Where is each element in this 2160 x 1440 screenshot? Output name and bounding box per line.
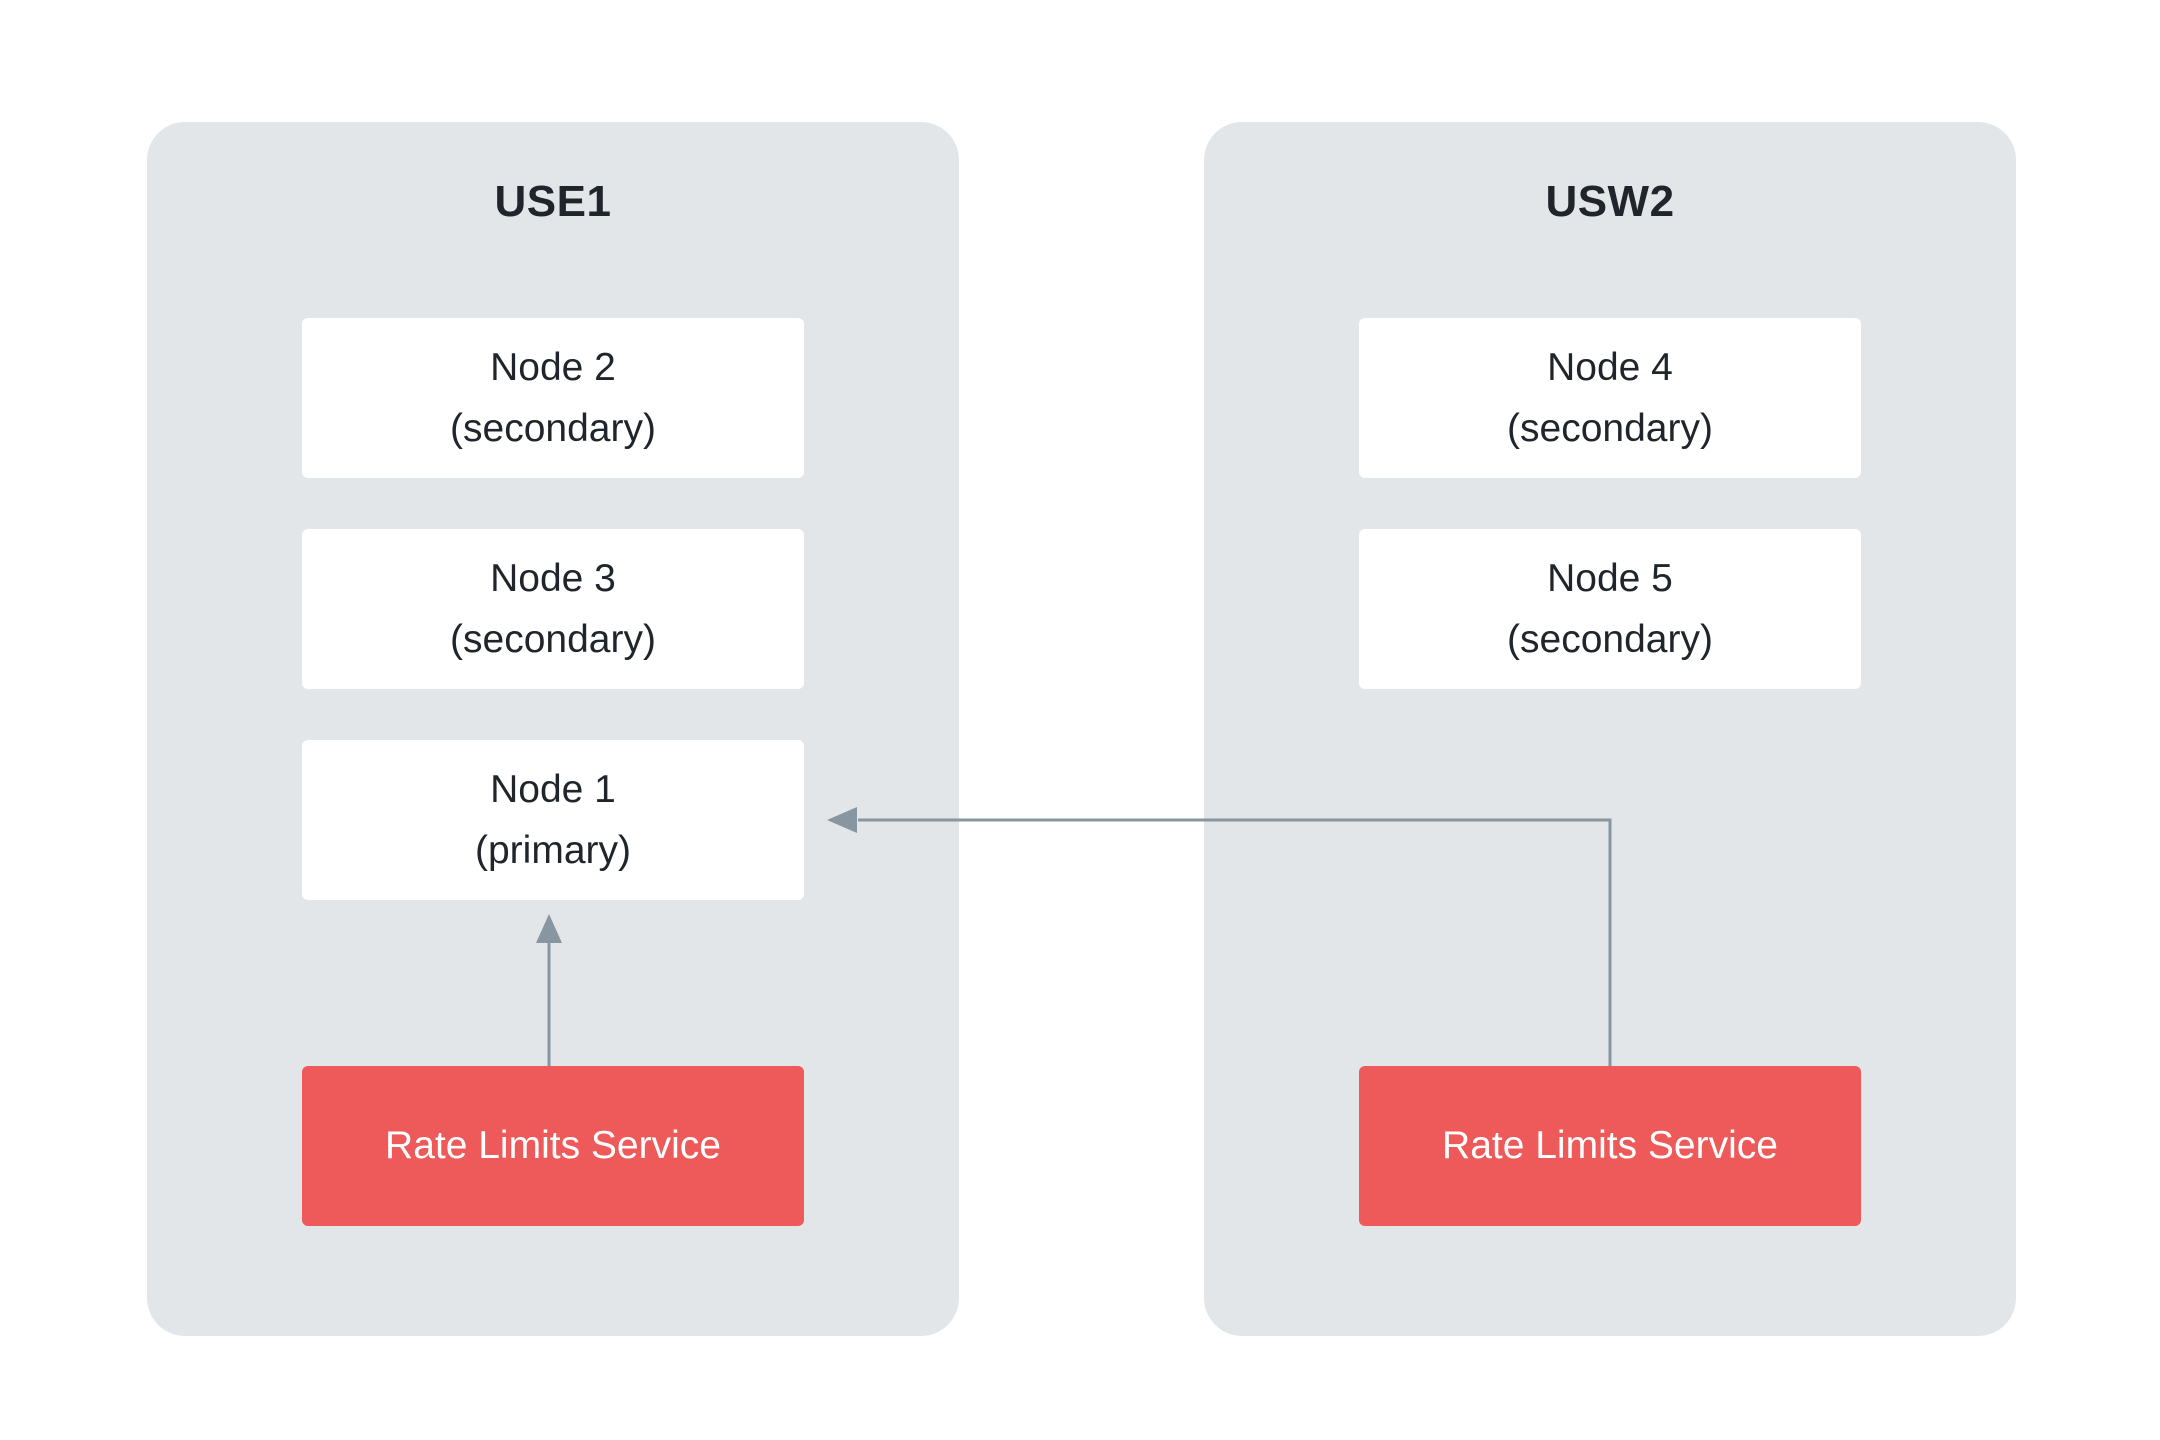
node-3-role: (secondary) — [450, 618, 656, 661]
node-3-name: Node 3 — [490, 557, 616, 600]
node-4-role: (secondary) — [1507, 407, 1713, 450]
region-title-use1: USE1 — [494, 177, 612, 226]
region-title-usw2: USW2 — [1545, 177, 1675, 226]
node-1-name: Node 1 — [490, 768, 616, 811]
node-2-role: (secondary) — [450, 407, 656, 450]
node-5-box: Node 5 (secondary) — [1359, 529, 1861, 689]
node-4-box: Node 4 (secondary) — [1359, 318, 1861, 478]
region-usw2: USW2 Node 4 (secondary) Node 5 (secondar… — [1204, 122, 2016, 1336]
node-2-name: Node 2 — [490, 346, 616, 389]
region-use1: USE1 Node 2 (secondary) Node 3 (secondar… — [147, 122, 959, 1336]
node-5-role: (secondary) — [1507, 618, 1713, 661]
node-5-name: Node 5 — [1547, 557, 1673, 600]
node-1-box: Node 1 (primary) — [302, 740, 804, 900]
node-2-box: Node 2 (secondary) — [302, 318, 804, 478]
rate-limits-service-use1: Rate Limits Service — [302, 1066, 804, 1226]
node-3-box: Node 3 (secondary) — [302, 529, 804, 689]
rate-limits-service-usw2: Rate Limits Service — [1359, 1066, 1861, 1226]
node-4-name: Node 4 — [1547, 346, 1673, 389]
node-1-role: (primary) — [475, 829, 631, 872]
